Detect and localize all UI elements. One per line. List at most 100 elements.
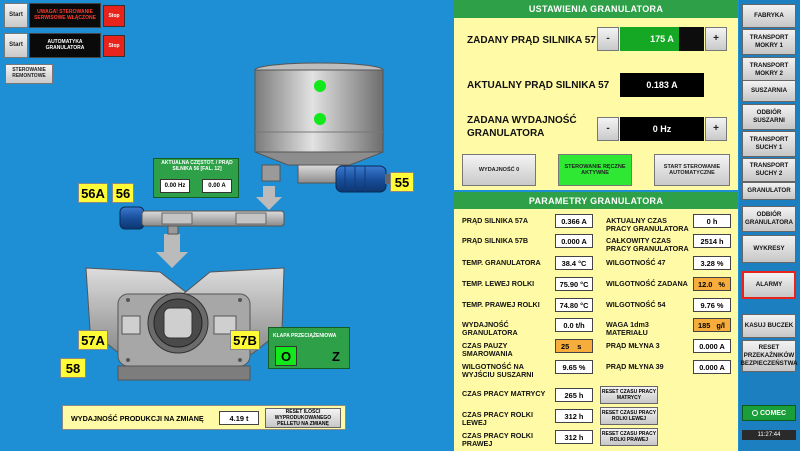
- set-efficiency-label: ZADANA WYDAJNOŚĆ GRANULATORA: [467, 115, 577, 139]
- set-current-plus-button[interactable]: +: [705, 27, 727, 51]
- param-left-value: 0.000 A: [555, 234, 593, 248]
- param-right-label: PRĄD MŁYNA 39: [606, 362, 664, 371]
- param-bottom-reset-button[interactable]: RESET CZASU PRACY ROLKI LEWEJ: [600, 407, 658, 425]
- label-57a: 57A: [78, 330, 108, 350]
- param-left-value-unit: s: [577, 341, 582, 351]
- sidebar-item-suszarnia[interactable]: SUSZARNIA: [742, 80, 796, 102]
- param-left-label: CZAS PAUZY SMAROWANIA: [462, 341, 513, 358]
- param-right-label: PRĄD MŁYNA 3: [606, 341, 660, 350]
- manual-control-button[interactable]: STEROWANIE RĘCZNE AKTYWNE: [558, 154, 632, 186]
- sidebar-item-odbiór-granulatora[interactable]: ODBIÓR GRANULATORA: [742, 206, 796, 232]
- param-bottom-value: 312 h: [555, 409, 593, 423]
- frequency-hz-value: 0.00 Hz: [160, 179, 190, 193]
- set-efficiency-minus-button[interactable]: -: [597, 117, 619, 141]
- logo-icon: [751, 410, 758, 416]
- param-bottom-label: CZAS PRACY ROLKI LEWEJ: [462, 410, 533, 427]
- param-bottom-value: 265 h: [555, 388, 593, 402]
- param-bottom-label: CZAS PRACY MATRYCY: [462, 389, 546, 398]
- param-right-value: 9.76 %: [693, 298, 731, 312]
- param-right-value: 0 h: [693, 214, 731, 228]
- screw-conveyor-icon: [119, 206, 285, 235]
- settings-title: USTAWIENIA GRANULATORA: [454, 0, 738, 18]
- sidebar-item-granulator[interactable]: GRANULATOR: [742, 182, 796, 200]
- reset-relays-button[interactable]: RESET PRZEKAŹNIKÓW BEZPIECZEŃSTWA: [740, 340, 798, 372]
- label-55: 55: [390, 172, 414, 192]
- overload-flap-panel: KLAPA PRZECIĄŻENIOWA O Z: [268, 327, 350, 369]
- current-a-value: 0.00 A: [202, 179, 232, 193]
- param-left-label: WILGOTNOŚĆ NA WYJŚCIU SUSZARNI: [462, 362, 534, 379]
- param-right-label: WILGOTNOŚĆ ZADANA: [606, 279, 688, 288]
- stop-service-button[interactable]: Stop: [103, 5, 125, 27]
- param-right-label: WAGA 1dm3 MATERIAŁU: [606, 320, 649, 337]
- param-left-value: 25 s: [555, 339, 593, 353]
- level-sensor-top-icon: [314, 80, 326, 92]
- param-right-label: AKTUALNY CZAS PRACY GRANULATORA: [606, 216, 689, 233]
- param-left-value: 75.90 °C: [555, 277, 593, 291]
- set-current-value[interactable]: 175 A: [620, 27, 704, 51]
- param-left-label: PRĄD SILNIKA 57B: [462, 236, 529, 245]
- overload-flap-title: KLAPA PRZECIĄŻENIOWA: [273, 333, 337, 339]
- set-efficiency-value[interactable]: 0 Hz: [620, 117, 704, 141]
- label-56a: 56A: [78, 183, 108, 203]
- param-right-value-number: 185: [698, 320, 711, 330]
- service-control-button[interactable]: STEROWANIE REMONTOWE: [5, 64, 53, 84]
- param-left-value: 9.65 %: [555, 360, 593, 374]
- param-left-value: 74.80 °C: [555, 298, 593, 312]
- alarms-button[interactable]: ALARMY: [742, 271, 796, 299]
- sidebar-item-odbiór-suszarni[interactable]: ODBIÓR SUSZARNI: [742, 104, 796, 130]
- param-left-value-number: 25: [561, 341, 570, 351]
- motor-56-frequency-panel: AKTUALNA CZĘSTOT. / PRĄD SILNIKA 56 [FAL…: [153, 158, 239, 198]
- start-service-button[interactable]: Start: [4, 3, 28, 28]
- comec-logo: COMEC: [742, 405, 796, 421]
- automation-banner: AUTOMATYKA GRANULATORA: [29, 33, 101, 58]
- param-right-value: 0.000 A: [693, 360, 731, 374]
- production-label: WYDAJNOŚĆ PRODUKCJI NA ZMIANĘ: [71, 414, 204, 423]
- actual-current-value: 0.183 A: [620, 73, 704, 97]
- frequency-panel-title: AKTUALNA CZĘSTOT. / PRĄD SILNIKA 56 [FAL…: [161, 160, 233, 172]
- sidebar-item-transport-suchy-1[interactable]: TRANSPORT SUCHY 1: [742, 131, 796, 157]
- set-efficiency-plus-button[interactable]: +: [705, 117, 727, 141]
- label-56: 56: [112, 183, 134, 203]
- pellet-press-icon: [85, 267, 285, 381]
- sidebar-item-transport-suchy-2[interactable]: TRANSPORT SUCHY 2: [742, 158, 796, 182]
- charts-button[interactable]: WYKRESY: [742, 235, 796, 263]
- parameters-title: PARAMETRY GRANULATORA: [454, 192, 738, 209]
- auto-control-button[interactable]: START STEROWANIE AUTOMATYCZNE: [654, 154, 730, 186]
- efficiency-zero-button[interactable]: WYDAJNOŚĆ 0: [462, 154, 536, 186]
- param-bottom-value: 312 h: [555, 430, 593, 444]
- param-left-value: 38.4 °C: [555, 256, 593, 270]
- stop-automation-button[interactable]: Stop: [103, 35, 125, 57]
- tank-icon: [254, 62, 384, 184]
- param-bottom-reset-button[interactable]: RESET CZASU PRACY ROLKI PRAWEJ: [600, 428, 658, 446]
- param-left-label: TEMP. LEWEJ ROLKI: [462, 279, 535, 288]
- set-current-label: ZADANY PRĄD SILNIKA 57: [467, 35, 596, 46]
- param-right-value-unit: %: [718, 279, 725, 289]
- motor-55-icon: [335, 165, 391, 193]
- param-left-label: TEMP. GRANULATORA: [462, 258, 541, 267]
- set-current-minus-button[interactable]: -: [597, 27, 619, 51]
- reset-pellet-button[interactable]: RESET ILOŚCI WYPRODUKOWANEGO PELLETU NA …: [265, 408, 341, 428]
- flap-open-indicator: O: [275, 346, 297, 366]
- param-left-label: WYDAJNOŚĆ GRANULATORA: [462, 320, 518, 337]
- sidebar-item-transport-mokry-1[interactable]: TRANSPORT MOKRY 1: [742, 29, 796, 55]
- param-right-value-unit: g/l: [716, 320, 725, 330]
- param-right-label: CAŁKOWITY CZAS PRACY GRANULATORA: [606, 236, 689, 253]
- down-arrow-icon: [156, 234, 188, 268]
- actual-current-label: AKTUALNY PRĄD SILNIKA 57: [467, 80, 610, 91]
- param-bottom-reset-button[interactable]: RESET CZASU PRACY MATRYCY: [600, 386, 658, 404]
- param-left-label: PRĄD SILNIKA 57A: [462, 216, 529, 225]
- granulator-diagram: [85, 62, 391, 381]
- silence-buzzer-button[interactable]: KASUJ BUCZEK: [742, 314, 796, 338]
- flap-closed-indicator: Z: [332, 348, 340, 364]
- param-right-label: WILGOTNOŚĆ 47: [606, 258, 666, 267]
- service-mode-banner: UWAGA! STEROWANIE SERWISOWE WŁĄCZONE: [29, 3, 101, 28]
- label-58: 58: [60, 358, 86, 378]
- param-left-value: 0.366 A: [555, 214, 593, 228]
- param-left-value: 0.0 t/h: [555, 318, 593, 332]
- label-57b: 57B: [230, 330, 260, 350]
- sidebar-item-fabryka[interactable]: FABRYKA: [742, 4, 796, 28]
- start-automation-button[interactable]: Start: [4, 33, 28, 58]
- param-right-value: 2514 h: [693, 234, 731, 248]
- production-value: 4.19 t: [219, 411, 259, 425]
